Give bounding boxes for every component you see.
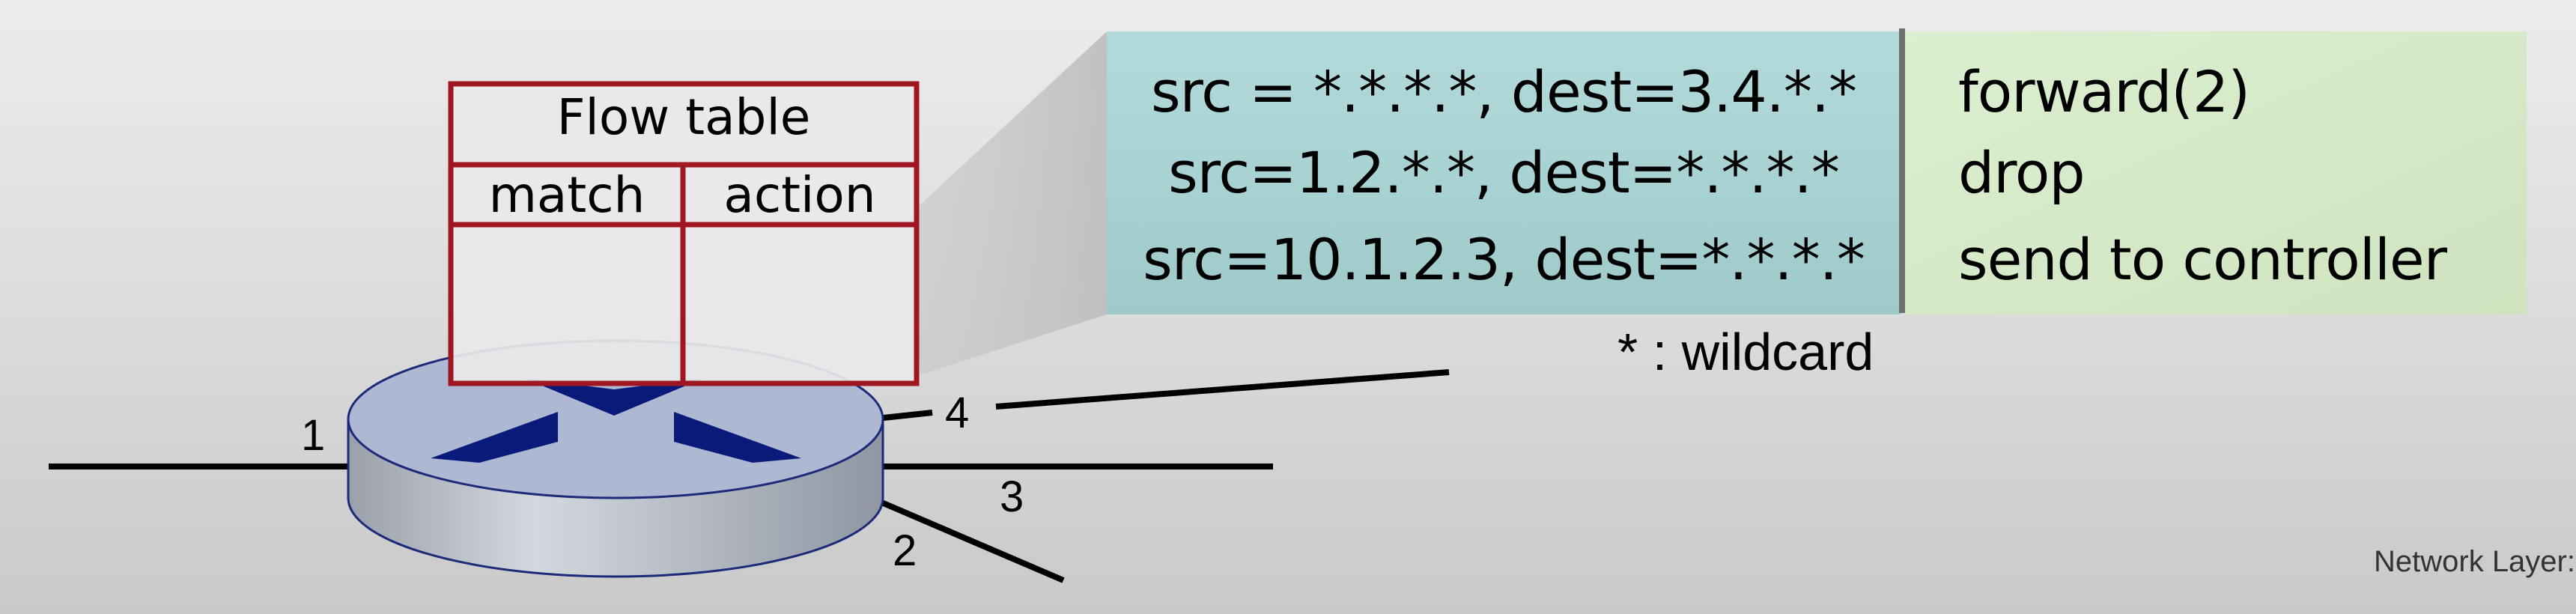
flow-table [448, 81, 920, 386]
port-label-3: 3 [1000, 472, 1024, 521]
rule-match-1: src = *.*.*.*, dest=3.4.*.* [1151, 58, 1857, 125]
rule-action-2: drop [1958, 139, 2086, 206]
port-label-1: 1 [301, 411, 326, 460]
rule-match-2: src=1.2.*.*, dest=*.*.*.* [1168, 139, 1840, 206]
wildcard-legend: * : wildcard [1617, 323, 1874, 381]
rule-action-3: send to controller [1958, 225, 2447, 293]
rule-match-3: src=10.1.2.3, dest=*.*.*.* [1143, 225, 1865, 293]
match-panel [1107, 31, 1901, 314]
port-label-4: 4 [945, 389, 970, 437]
link-port-2 [878, 499, 1065, 583]
port-label-2: 2 [893, 526, 917, 575]
rule-action-1: forward(2) [1958, 58, 2250, 125]
flow-table-title: Flow table [556, 88, 811, 146]
link-port-4 [883, 410, 933, 421]
zoom-wedge [899, 31, 1107, 374]
action-panel [1905, 31, 2527, 314]
footer-label: Network Layer: [2374, 545, 2575, 578]
flow-table-col-match: match [488, 166, 645, 224]
link-port-4-ext [995, 369, 1450, 410]
router-arrows [431, 378, 801, 463]
flow-table-col-action: action [723, 166, 876, 224]
